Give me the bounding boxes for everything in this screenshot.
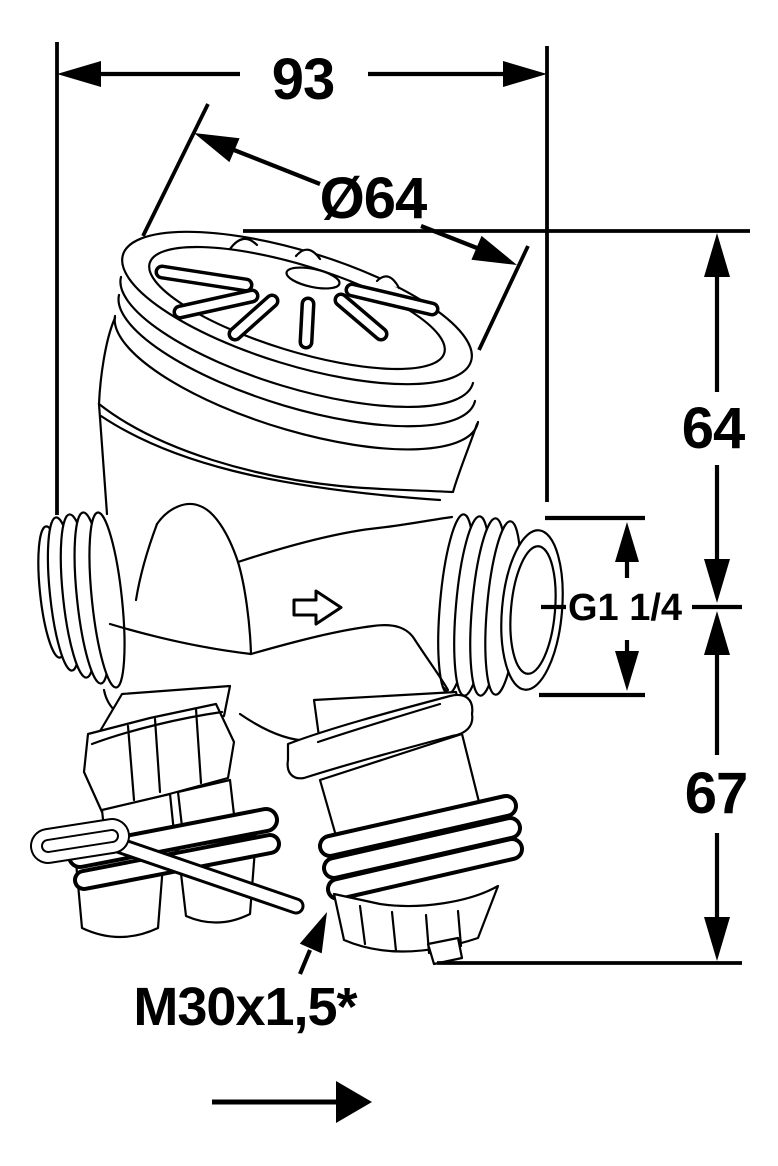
dim-lower-height-label: 67 bbox=[684, 761, 749, 826]
dimension-height-64 bbox=[243, 229, 750, 610]
valve-cap bbox=[97, 230, 480, 494]
valve-body bbox=[97, 402, 458, 742]
dim-width-label: 93 bbox=[271, 47, 336, 112]
dimension-height-67 bbox=[437, 611, 742, 965]
port-thread-label: G1 1/4 bbox=[567, 587, 683, 629]
dimension-width-93 bbox=[55, 42, 549, 515]
dim-diameter-label: Ø64 bbox=[319, 166, 428, 231]
right-threaded-port bbox=[437, 513, 564, 697]
dim-upper-height-label: 64 bbox=[681, 396, 746, 461]
actuator-port-assembly bbox=[286, 690, 524, 966]
drain-lever bbox=[30, 818, 305, 915]
left-threaded-port bbox=[37, 511, 126, 689]
body-flow-arrow bbox=[292, 589, 343, 626]
dimension-port-thread bbox=[539, 515, 645, 698]
flow-direction-arrow bbox=[212, 1081, 372, 1123]
m30-callout-arrow bbox=[298, 912, 327, 975]
actuator-thread-label: M30x1,5* bbox=[133, 977, 357, 1037]
drain-port-assembly bbox=[30, 684, 305, 939]
